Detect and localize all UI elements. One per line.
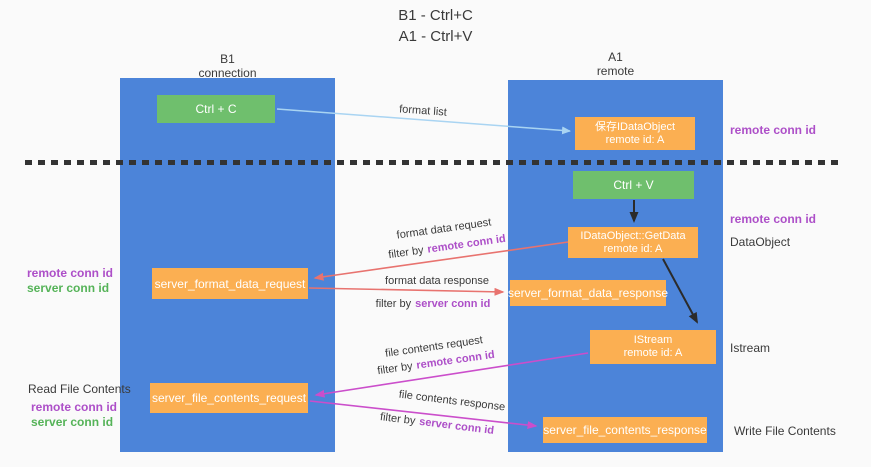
lifeline-a1-role: remote <box>596 64 635 78</box>
format-data-response-label: format data response <box>385 275 489 287</box>
filter-by-text: filter by <box>375 298 412 310</box>
remote-conn-id-text: remote conn id <box>426 232 507 256</box>
remote-conn-id-label-top: remote conn id <box>730 123 817 137</box>
save-idataobject-node: 保存IDataObject remote id: A <box>575 117 695 150</box>
left2-server-conn-id-label: server conn id <box>31 415 114 429</box>
left-remote-conn-id-label: remote conn id <box>27 266 114 280</box>
server-file-contents-request-label: server_file_contents_request <box>151 391 307 405</box>
dashed-divider <box>25 160 838 165</box>
ctrl-v-node: Ctrl + V <box>573 171 694 199</box>
lifeline-b1-name: B1 <box>220 52 235 66</box>
istream-node: IStream remote id: A <box>590 330 716 364</box>
format-data-response-arrow <box>308 287 505 296</box>
istream-line1: IStream <box>633 334 673 346</box>
getdata-node: IDataObject::GetData remote id: A <box>568 227 698 258</box>
server-file-contents-response-node: server_file_contents_response <box>543 417 707 443</box>
server-conn-id-text: server conn id <box>415 298 491 310</box>
diagram-title: B1 - Ctrl+C A1 - Ctrl+V <box>0 5 871 47</box>
read-file-contents-label: Read File Contents <box>28 382 131 396</box>
istream-side-label: Istream <box>730 341 771 355</box>
lifeline-b1-role: connection <box>198 66 257 80</box>
getdata-line1: IDataObject::GetData <box>580 229 686 242</box>
server-file-contents-response-label: server_file_contents_response <box>543 423 707 437</box>
ctrl-c-node: Ctrl + C <box>157 95 275 123</box>
filter-by-text: filter by <box>379 411 417 428</box>
server-format-data-request-label: server_format_data_request <box>154 276 306 291</box>
write-file-contents-label: Write File Contents <box>734 424 836 438</box>
istream-line2: remote id: A <box>623 347 683 359</box>
filter-by-text: filter by <box>387 244 425 262</box>
server-file-contents-request-node: server_file_contents_request <box>150 383 308 413</box>
save-idataobject-line1: 保存IDataObject <box>594 120 676 133</box>
format-list-label: format list <box>398 103 448 119</box>
title-line-1: B1 - Ctrl+C <box>398 7 473 24</box>
remote-conn-id-label-mid: remote conn id <box>730 212 817 226</box>
dataobject-label: DataObject <box>730 235 791 249</box>
left-server-conn-id-label: server conn id <box>27 281 110 295</box>
ctrl-v-label: Ctrl + V <box>613 178 654 192</box>
getdata-line2: remote id: A <box>603 242 663 255</box>
server-format-data-response-node: server_format_data_response <box>507 280 669 306</box>
filter-by-text: filter by <box>376 360 414 378</box>
server-format-data-response-label: server_format_data_response <box>507 286 669 300</box>
file-contents-response-label: file contents response <box>398 388 506 414</box>
left2-remote-conn-id-label: remote conn id <box>31 400 118 414</box>
server-conn-id-text: server conn id <box>418 415 495 437</box>
save-idataobject-line2: remote id: A <box>605 133 665 146</box>
server-format-data-request-node: server_format_data_request <box>152 268 308 299</box>
lifeline-header-a1: A1 remote <box>508 50 723 78</box>
title-line-2: A1 - Ctrl+V <box>398 28 473 45</box>
lifeline-a1-name: A1 <box>608 50 623 64</box>
ctrl-c-label: Ctrl + C <box>195 102 237 116</box>
lifeline-header-b1: B1 connection <box>120 52 335 80</box>
